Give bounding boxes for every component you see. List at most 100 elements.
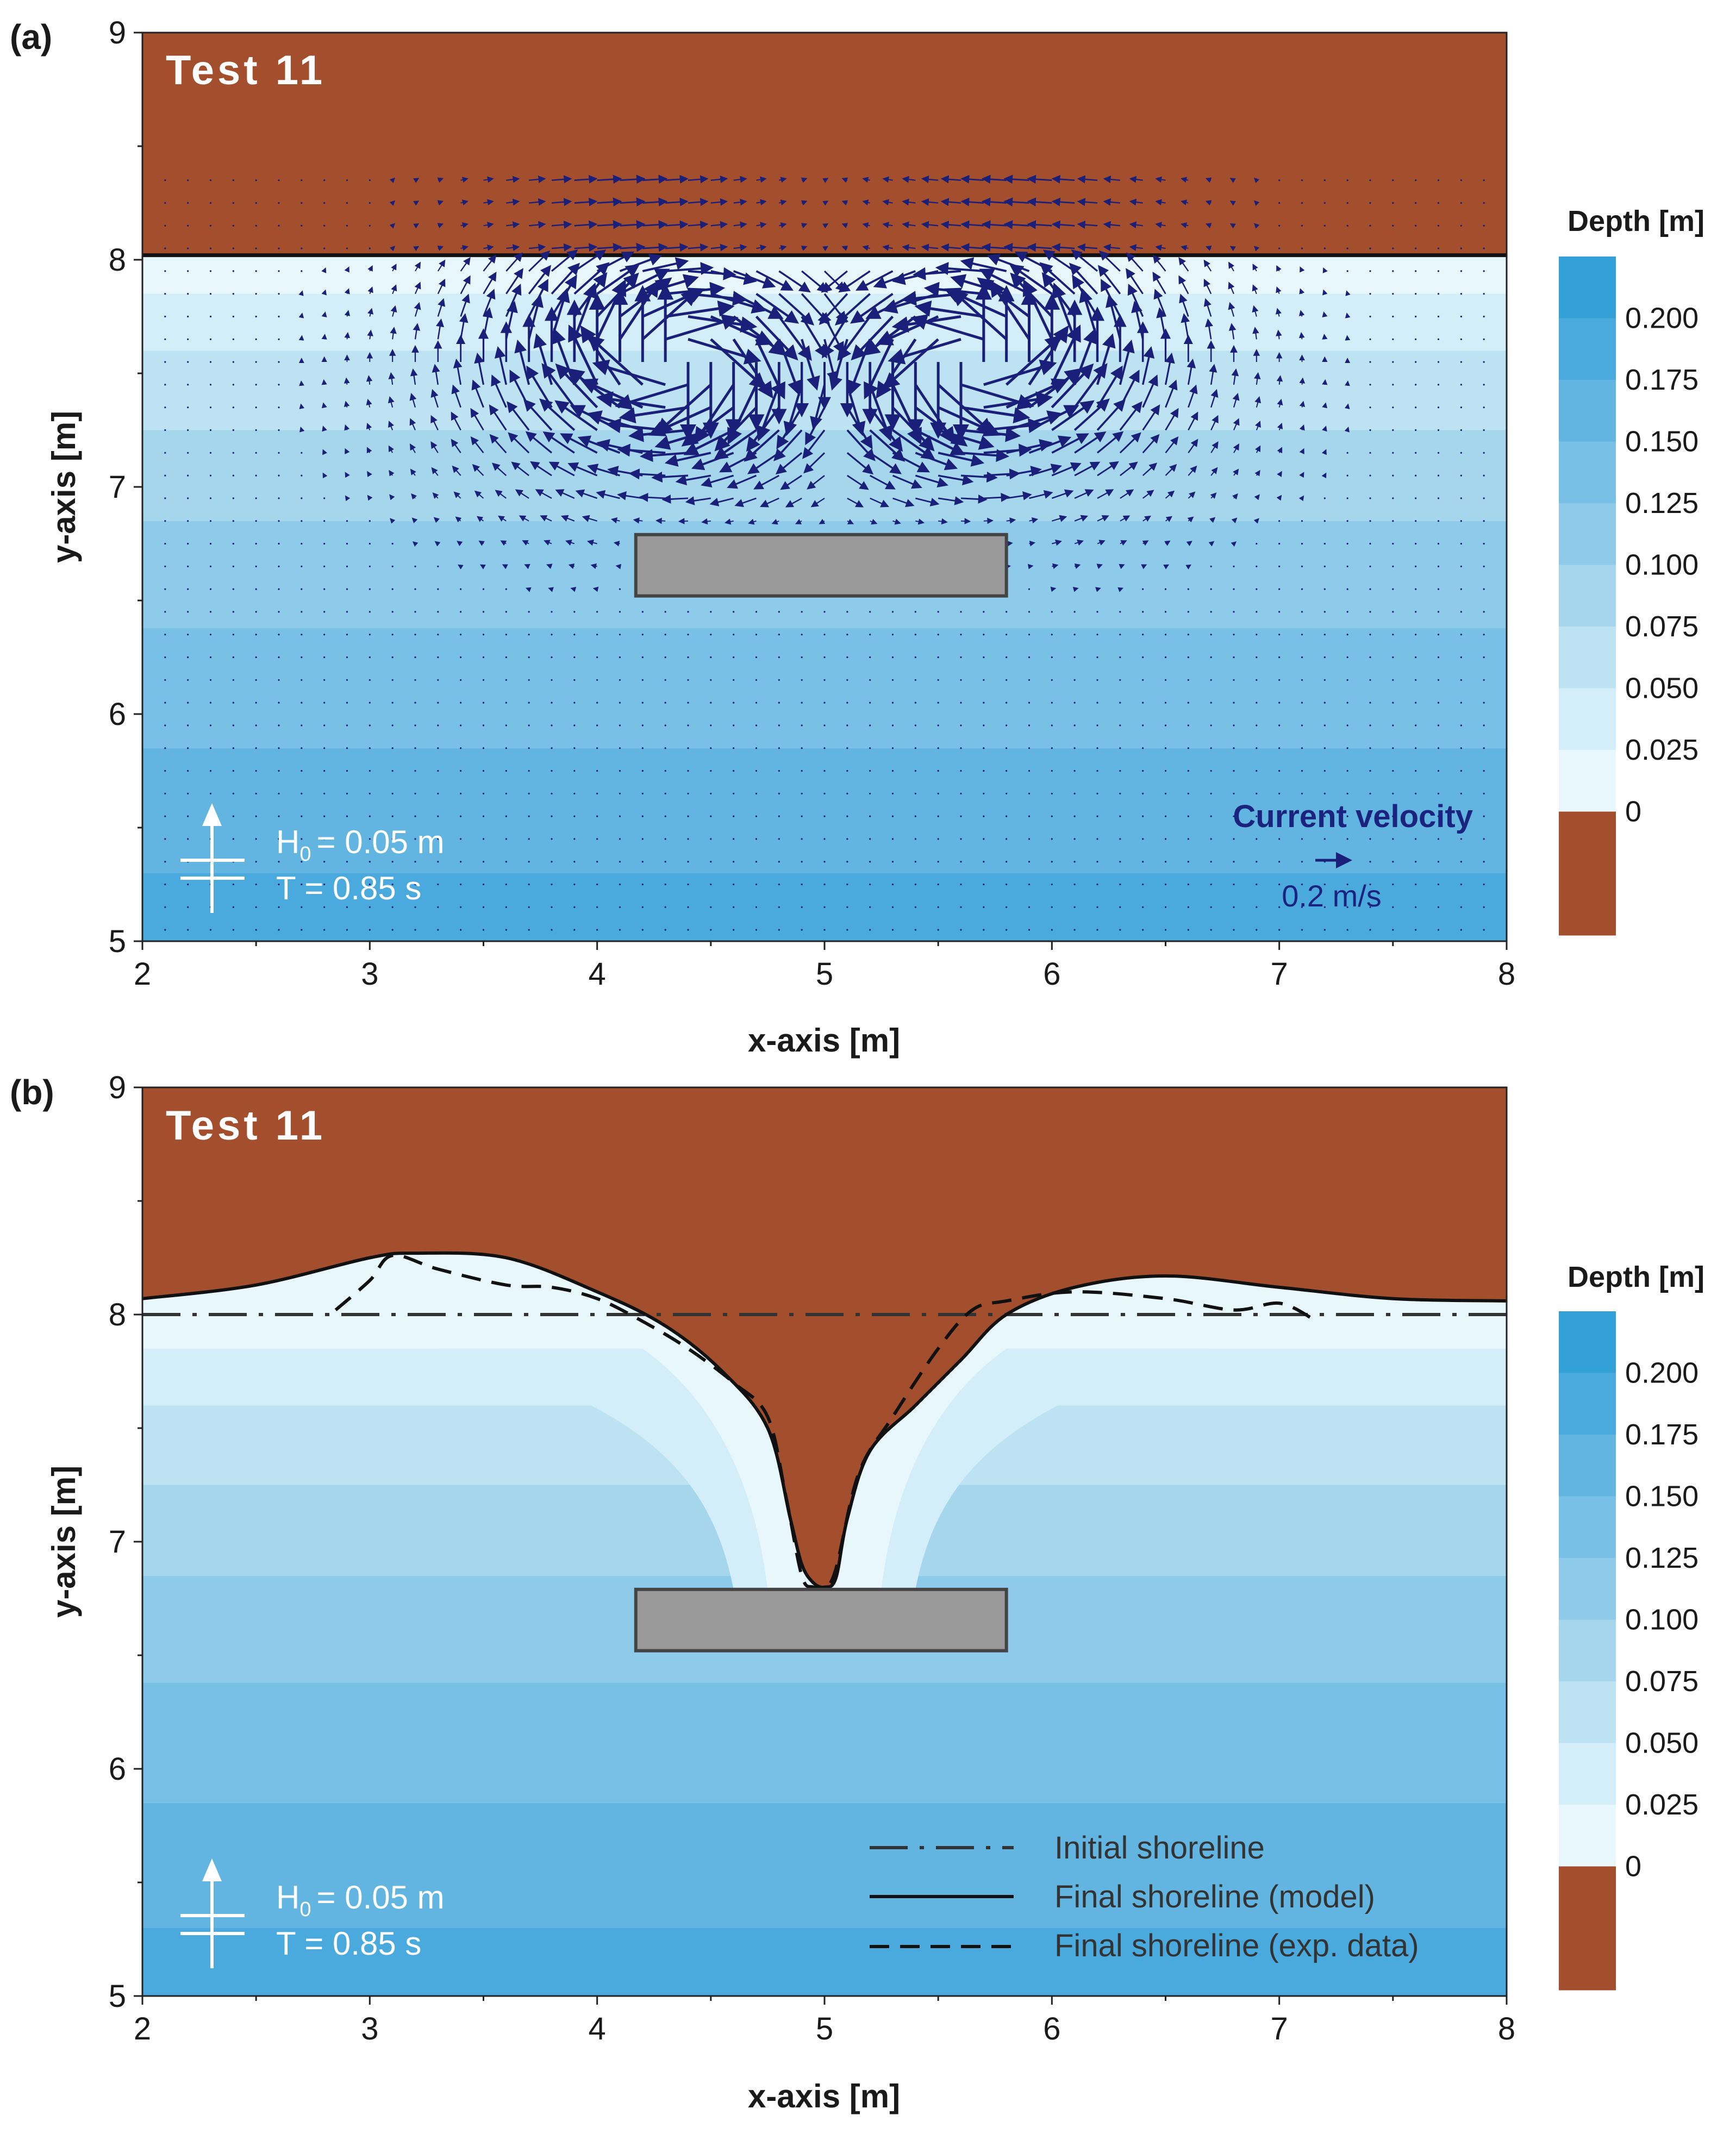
velocity-dot (1323, 634, 1326, 636)
velocity-dot (1142, 588, 1144, 590)
velocity-dot (1437, 611, 1440, 613)
velocity-dot (1483, 429, 1485, 431)
velocity-dot (641, 815, 644, 817)
velocity-arrow (1120, 540, 1127, 546)
velocity-dot (1187, 769, 1189, 772)
velocity-dot (1392, 315, 1394, 318)
velocity-dot (1278, 724, 1281, 727)
velocity-dot (755, 611, 758, 613)
velocity-dot (1142, 747, 1144, 749)
velocity-dot (641, 702, 644, 704)
velocity-dot (733, 906, 735, 908)
velocity-arrow (1203, 278, 1212, 295)
velocity-arrow (530, 461, 552, 477)
velocity-dot (1164, 679, 1167, 681)
velocity-dot (1187, 883, 1189, 886)
velocity-arrow (733, 221, 747, 229)
velocity-arrow (1187, 358, 1196, 385)
velocity-dot (1096, 769, 1098, 772)
velocity-dot (1096, 815, 1098, 817)
velocity-dot (232, 474, 234, 477)
velocity-arrow (322, 472, 328, 479)
velocity-dot (255, 429, 257, 431)
velocity-dot (346, 588, 348, 590)
velocity-dot (1278, 679, 1281, 681)
velocity-arrow (460, 257, 471, 272)
velocity-dot (460, 724, 462, 727)
velocity-arrow (779, 222, 787, 228)
velocity-dot (596, 838, 598, 840)
velocity-arrow (437, 246, 444, 251)
depth-band (142, 1682, 1507, 1803)
velocity-dot (1415, 315, 1417, 318)
velocity-dot (983, 883, 985, 886)
velocity-dot (755, 906, 758, 908)
velocity-arrow (1052, 539, 1062, 546)
velocity-dot (1346, 906, 1348, 908)
velocity-dot (391, 861, 394, 863)
colorbar-swatch (1559, 1805, 1616, 1867)
velocity-dot (687, 861, 689, 863)
velocity-dot (209, 679, 212, 681)
velocity-dot (891, 815, 894, 817)
velocity-dot (869, 634, 871, 636)
velocity-arrow (1129, 176, 1143, 183)
velocity-arrow (389, 177, 396, 184)
velocity-arrow (1074, 563, 1081, 570)
velocity-dot (710, 861, 712, 863)
velocity-dot (1483, 520, 1485, 522)
velocity-arrow (471, 379, 484, 408)
velocity-dot (869, 679, 871, 681)
velocity-dot (255, 861, 257, 863)
velocity-dot (164, 429, 166, 431)
velocity-arrow (938, 496, 964, 505)
velocity-dot (278, 542, 280, 545)
velocity-dot (414, 815, 416, 817)
velocity-dot (391, 815, 394, 817)
velocity-dot (164, 452, 166, 454)
velocity-arrow (960, 243, 984, 252)
velocity-dot (1028, 588, 1031, 590)
velocity-arrow (619, 406, 689, 424)
velocity-dot (346, 769, 348, 772)
velocity-dot (278, 769, 280, 772)
velocity-dot (687, 611, 689, 613)
velocity-dot (1437, 406, 1440, 409)
velocity-dot (1119, 815, 1121, 817)
velocity-dot (391, 747, 394, 749)
velocity-dot (187, 270, 189, 272)
velocity-arrow (1181, 245, 1189, 251)
velocity-dot (551, 815, 553, 817)
velocity-dot (687, 679, 689, 681)
velocity-arrow (367, 265, 373, 272)
velocity-dot (664, 611, 666, 613)
velocity-dot (1369, 906, 1371, 908)
velocity-dot (460, 769, 462, 772)
velocity-dot (278, 202, 280, 204)
velocity-arrow (1027, 220, 1052, 229)
velocity-dot (1096, 679, 1098, 681)
velocity-arrow (710, 338, 766, 390)
velocity-arrow (1029, 464, 1063, 477)
velocity-arrow (525, 431, 553, 454)
velocity-dot (482, 815, 485, 817)
velocity-dot (1096, 906, 1098, 908)
velocity-arrow (727, 474, 757, 489)
legend-label-model: Final shoreline (model) (1054, 1879, 1375, 1914)
velocity-dot (187, 497, 189, 499)
velocity-dot (733, 769, 735, 772)
velocity-dot (369, 929, 371, 931)
velocity-dot (1392, 497, 1394, 499)
velocity-dot (1233, 634, 1235, 636)
velocity-arrow (1103, 198, 1120, 206)
plot-area-b (142, 1087, 1507, 1996)
velocity-dot (528, 747, 530, 749)
velocity-dot (369, 815, 371, 817)
velocity-arrow (801, 339, 820, 391)
velocity-arrow (1126, 252, 1144, 272)
velocity-dot (619, 883, 621, 886)
velocity-dot (914, 747, 916, 749)
velocity-dot (1460, 747, 1462, 749)
velocity-arrow (528, 265, 552, 295)
velocity-dot (846, 702, 848, 704)
